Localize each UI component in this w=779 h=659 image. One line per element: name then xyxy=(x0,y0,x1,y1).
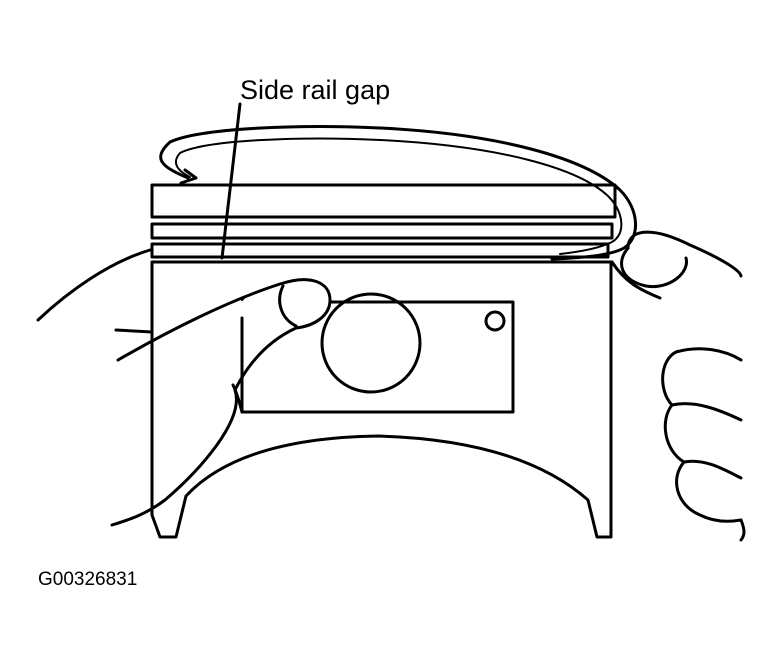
wrist-pin-hole xyxy=(320,292,422,394)
figure-id: G00326831 xyxy=(38,569,137,590)
left-hand xyxy=(36,248,332,527)
ring-grooves xyxy=(150,183,617,259)
right-hand xyxy=(610,230,746,542)
wrist-pin-boss xyxy=(240,292,515,414)
side-rail xyxy=(159,125,637,261)
callout-leader-line xyxy=(220,102,242,260)
oil-ring-groove xyxy=(150,242,610,259)
piston-body xyxy=(150,260,613,539)
top-ring xyxy=(150,183,617,219)
oil-hole xyxy=(484,310,506,332)
second-ring xyxy=(150,222,614,240)
callout-label: Side rail gap xyxy=(240,75,390,105)
